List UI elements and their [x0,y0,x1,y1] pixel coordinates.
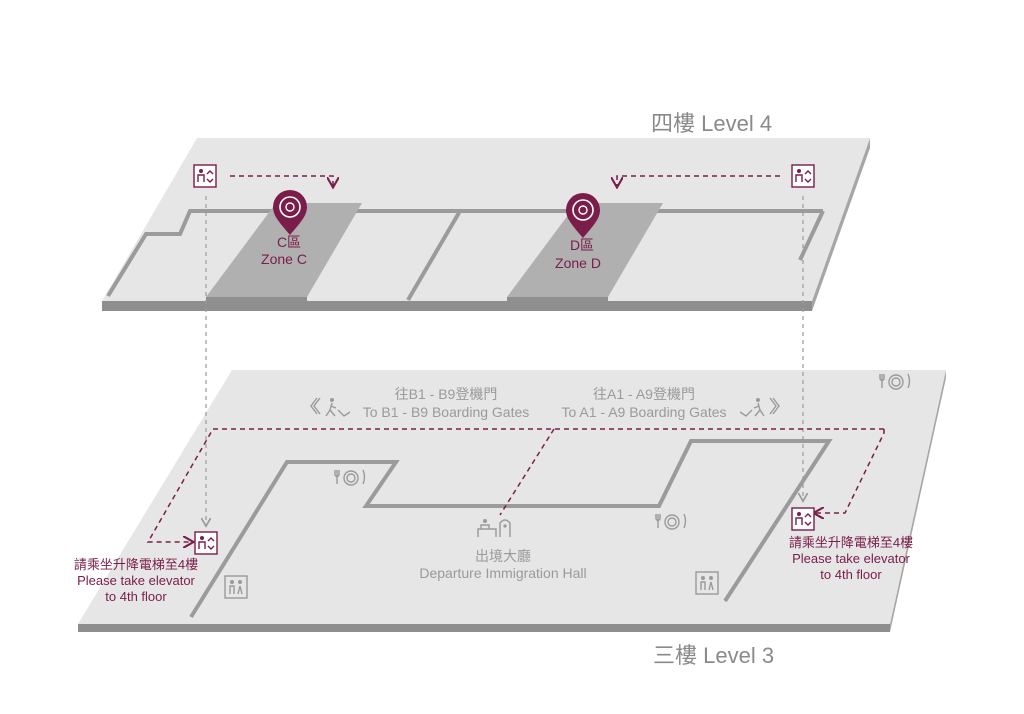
hall-name-en: Departure Immigration Hall [419,565,586,581]
immigration-counter-icon [477,519,511,537]
hall-name-zh: 出境大廳 [475,548,531,564]
elevator-icon[interactable] [194,531,218,555]
elevator-note-right-line3: to 4th floor [820,567,882,582]
restaurant-icon [879,373,911,390]
elevator-note-left-line1: 請乘坐升降電梯至4樓 [74,557,198,572]
level-3-floor [78,370,946,632]
zone-d-block[interactable] [507,203,663,297]
restaurant-icon [655,513,687,530]
zone-d-name-en: Zone D [555,255,601,271]
elevator-note-left-line3: to 4th floor [105,589,167,604]
walking-person-icon [310,397,351,417]
elevator-note-right-line2: Please take elevator [792,551,910,566]
route-paths [146,175,885,542]
walking-person-icon [739,397,780,417]
map-pin-icon[interactable] [273,190,307,235]
direction-left-zh: 往B1 - B9登機門 [395,386,498,402]
zone-c-name-zh: C區 [277,234,301,250]
restaurant-icon [334,469,366,486]
level-4-floor [102,138,870,311]
elevator-icon[interactable] [193,164,217,188]
level-4-title: 四樓 Level 4 [651,111,772,136]
map-pin-icon[interactable] [566,193,600,238]
restroom-icon [695,571,719,595]
elevator-note-right-line1: 請乘坐升降電梯至4樓 [789,535,913,550]
elevator-note-left-line2: Please take elevator [77,573,195,588]
zone-c-block[interactable] [206,203,362,297]
elevator-icon[interactable] [791,507,815,531]
direction-left-en: To B1 - B9 Boarding Gates [363,404,530,420]
direction-right-en: To A1 - A9 Boarding Gates [562,404,727,420]
elevator-icon[interactable] [791,164,815,188]
direction-right-zh: 往A1 - A9登機門 [593,386,695,402]
zone-c-name-en: Zone C [261,251,307,267]
restroom-icon [224,575,248,599]
elevator-connection-lines [206,196,803,525]
zone-d-name-zh: D區 [570,237,594,253]
level-3-title: 三樓 Level 3 [653,643,774,668]
